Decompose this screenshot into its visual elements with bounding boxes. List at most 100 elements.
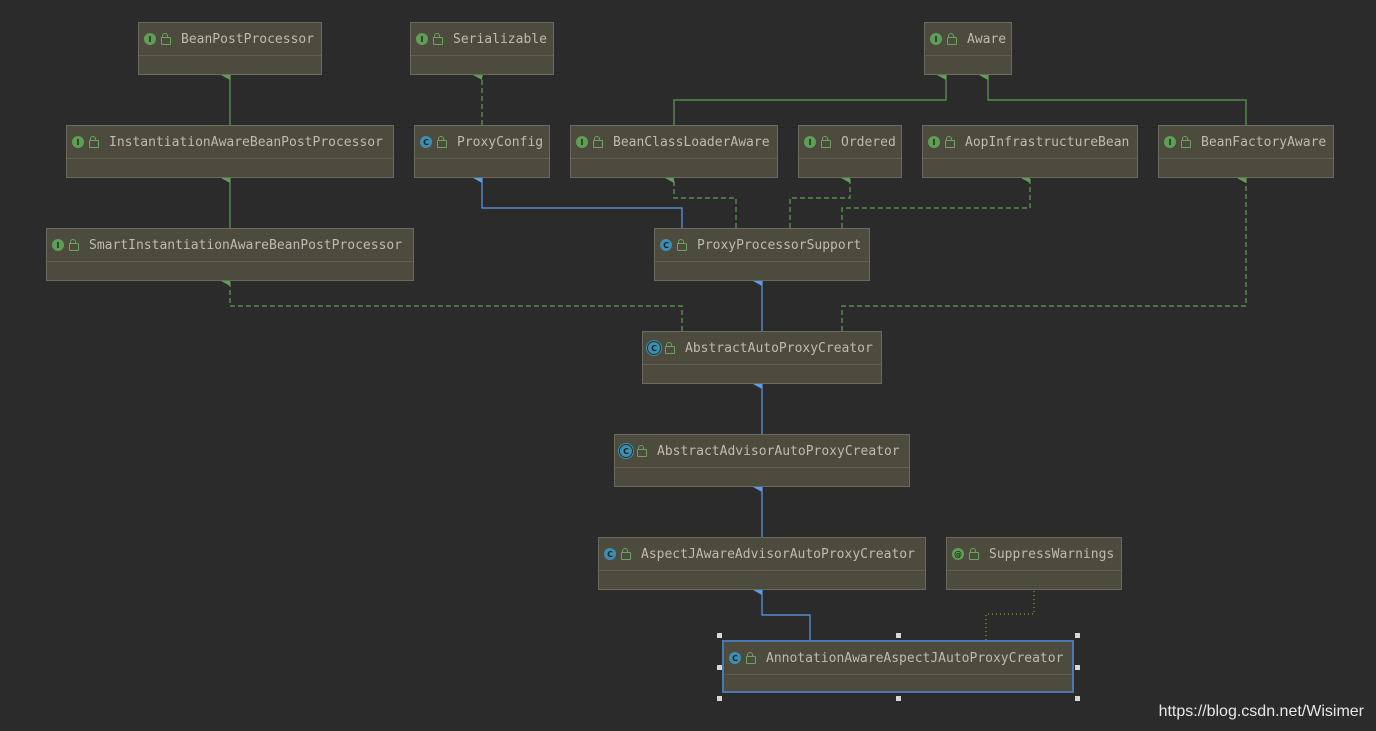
public-visibility-icon (437, 136, 447, 148)
interface-icon: I (144, 33, 156, 45)
selection-handle[interactable] (896, 696, 901, 701)
uml-node-bean-post-processor[interactable]: I BeanPostProcessor (138, 22, 322, 75)
class-icon: C (660, 239, 672, 251)
node-label: Ordered (841, 134, 896, 150)
edge-implements[interactable] (841, 173, 1031, 228)
node-label: BeanClassLoaderAware (613, 134, 770, 150)
node-label: SmartInstantiationAwareBeanPostProcessor (89, 237, 403, 253)
public-visibility-icon (1181, 136, 1191, 148)
node-header: I BeanFactoryAware (1159, 126, 1333, 159)
edge-extends-class[interactable] (753, 585, 811, 640)
uml-node-abstract-auto-proxy-creator[interactable]: C AbstractAutoProxyCreator (642, 331, 882, 384)
selection-handle[interactable] (717, 633, 722, 638)
selection-handle[interactable] (896, 633, 901, 638)
uml-node-bean-class-loader-aware[interactable]: I BeanClassLoaderAware (570, 125, 778, 178)
edge-extends-class[interactable] (473, 173, 683, 228)
annotation-icon: @ (952, 548, 964, 560)
interface-icon: I (930, 33, 942, 45)
uml-node-aware[interactable]: I Aware (924, 22, 1012, 75)
uml-node-instantiation-aware-bean-post-processor[interactable]: I InstantiationAwareBeanPostProcessor (66, 125, 394, 178)
node-header: I BeanPostProcessor (139, 23, 321, 56)
node-header: I Serializable (411, 23, 553, 56)
node-label: BeanFactoryAware (1201, 134, 1327, 150)
public-visibility-icon (947, 33, 957, 45)
interface-icon: I (72, 136, 84, 148)
uml-node-serializable[interactable]: I Serializable (410, 22, 554, 75)
node-header: I SmartInstantiationAwareBeanPostProcesso… (47, 229, 413, 262)
node-label: AbstractAutoProxyCreator (685, 340, 873, 356)
selection-handle[interactable] (1075, 696, 1080, 701)
selection-handle[interactable] (717, 664, 722, 670)
interface-icon: I (1164, 136, 1176, 148)
abstract-icon: C (620, 445, 632, 457)
uml-node-abstract-advisor-auto-proxy-creator[interactable]: C AbstractAdvisorAutoProxyCreator (614, 434, 910, 487)
node-header: I Aware (925, 23, 1011, 56)
public-visibility-icon (665, 342, 675, 354)
edge-implements[interactable] (841, 173, 1247, 331)
node-label: AspectJAwareAdvisorAutoProxyCreator (641, 546, 915, 562)
uml-node-proxy-config[interactable]: C ProxyConfig (414, 125, 550, 178)
public-visibility-icon (746, 652, 756, 664)
abstract-icon: C (648, 342, 660, 354)
edge-extends-interface[interactable] (673, 70, 947, 125)
node-header: I AopInfrastructureBean (923, 126, 1137, 159)
node-header: I BeanClassLoaderAware (571, 126, 777, 159)
public-visibility-icon (89, 136, 99, 148)
node-label: Aware (967, 31, 1007, 47)
public-visibility-icon (621, 548, 631, 560)
public-visibility-icon (969, 548, 979, 560)
node-label: AopInfrastructureBean (965, 134, 1130, 150)
node-header: C AspectJAwareAdvisorAutoProxyCreator (599, 538, 925, 571)
edges-layer (221, 70, 1247, 640)
node-header: C ProxyProcessorSupport (655, 229, 869, 262)
public-visibility-icon (69, 239, 79, 251)
node-label: ProxyConfig (457, 134, 544, 150)
public-visibility-icon (433, 33, 443, 45)
edge-implements[interactable] (221, 276, 683, 331)
uml-node-proxy-processor-support[interactable]: C ProxyProcessorSupport (654, 228, 870, 281)
node-label: InstantiationAwareBeanPostProcessor (109, 134, 383, 150)
node-header: @ SuppressWarnings (947, 538, 1121, 571)
edge-implements[interactable] (665, 173, 737, 228)
public-visibility-icon (161, 33, 171, 45)
interface-icon: I (416, 33, 428, 45)
public-visibility-icon (821, 136, 831, 148)
selection-handle[interactable] (1075, 633, 1080, 638)
selection-handle[interactable] (1075, 664, 1080, 670)
interface-icon: I (52, 239, 64, 251)
public-visibility-icon (593, 136, 603, 148)
interface-icon: I (804, 136, 816, 148)
node-header: I InstantiationAwareBeanPostProcessor (67, 126, 393, 159)
node-label: Serializable (453, 31, 547, 47)
uml-node-ordered[interactable]: I Ordered (798, 125, 902, 178)
edge-extends-interface[interactable] (979, 70, 1247, 125)
node-header: I Ordered (799, 126, 901, 159)
node-header: C ProxyConfig (415, 126, 549, 159)
interface-icon: I (576, 136, 588, 148)
public-visibility-icon (637, 445, 647, 457)
uml-node-suppress-warnings[interactable]: @ SuppressWarnings (946, 537, 1122, 590)
uml-node-aspect-jaware-advisor-auto-proxy-creator[interactable]: C AspectJAwareAdvisorAutoProxyCreator (598, 537, 926, 590)
interface-icon: I (928, 136, 940, 148)
uml-node-bean-factory-aware[interactable]: I BeanFactoryAware (1158, 125, 1334, 178)
selection-handle[interactable] (717, 696, 722, 701)
node-label: AbstractAdvisorAutoProxyCreator (657, 443, 900, 459)
node-header: C AbstractAutoProxyCreator (643, 332, 881, 365)
edge-implements[interactable] (789, 173, 851, 228)
class-icon: C (604, 548, 616, 560)
edge-annotated[interactable] (985, 590, 1035, 640)
uml-node-aop-infrastructure-bean[interactable]: I AopInfrastructureBean (922, 125, 1138, 178)
watermark: https://blog.csdn.net/Wisimer (1158, 703, 1364, 720)
node-header: C AbstractAdvisorAutoProxyCreator (615, 435, 909, 468)
node-label: ProxyProcessorSupport (697, 237, 862, 253)
public-visibility-icon (945, 136, 955, 148)
node-label: SuppressWarnings (989, 546, 1115, 562)
node-label: BeanPostProcessor (181, 31, 315, 47)
public-visibility-icon (677, 239, 687, 251)
uml-node-smart-instantiation-aware-bean-post-processor[interactable]: I SmartInstantiationAwareBeanPostProcesso… (46, 228, 414, 281)
class-icon: C (420, 136, 432, 148)
class-icon: C (729, 652, 741, 664)
